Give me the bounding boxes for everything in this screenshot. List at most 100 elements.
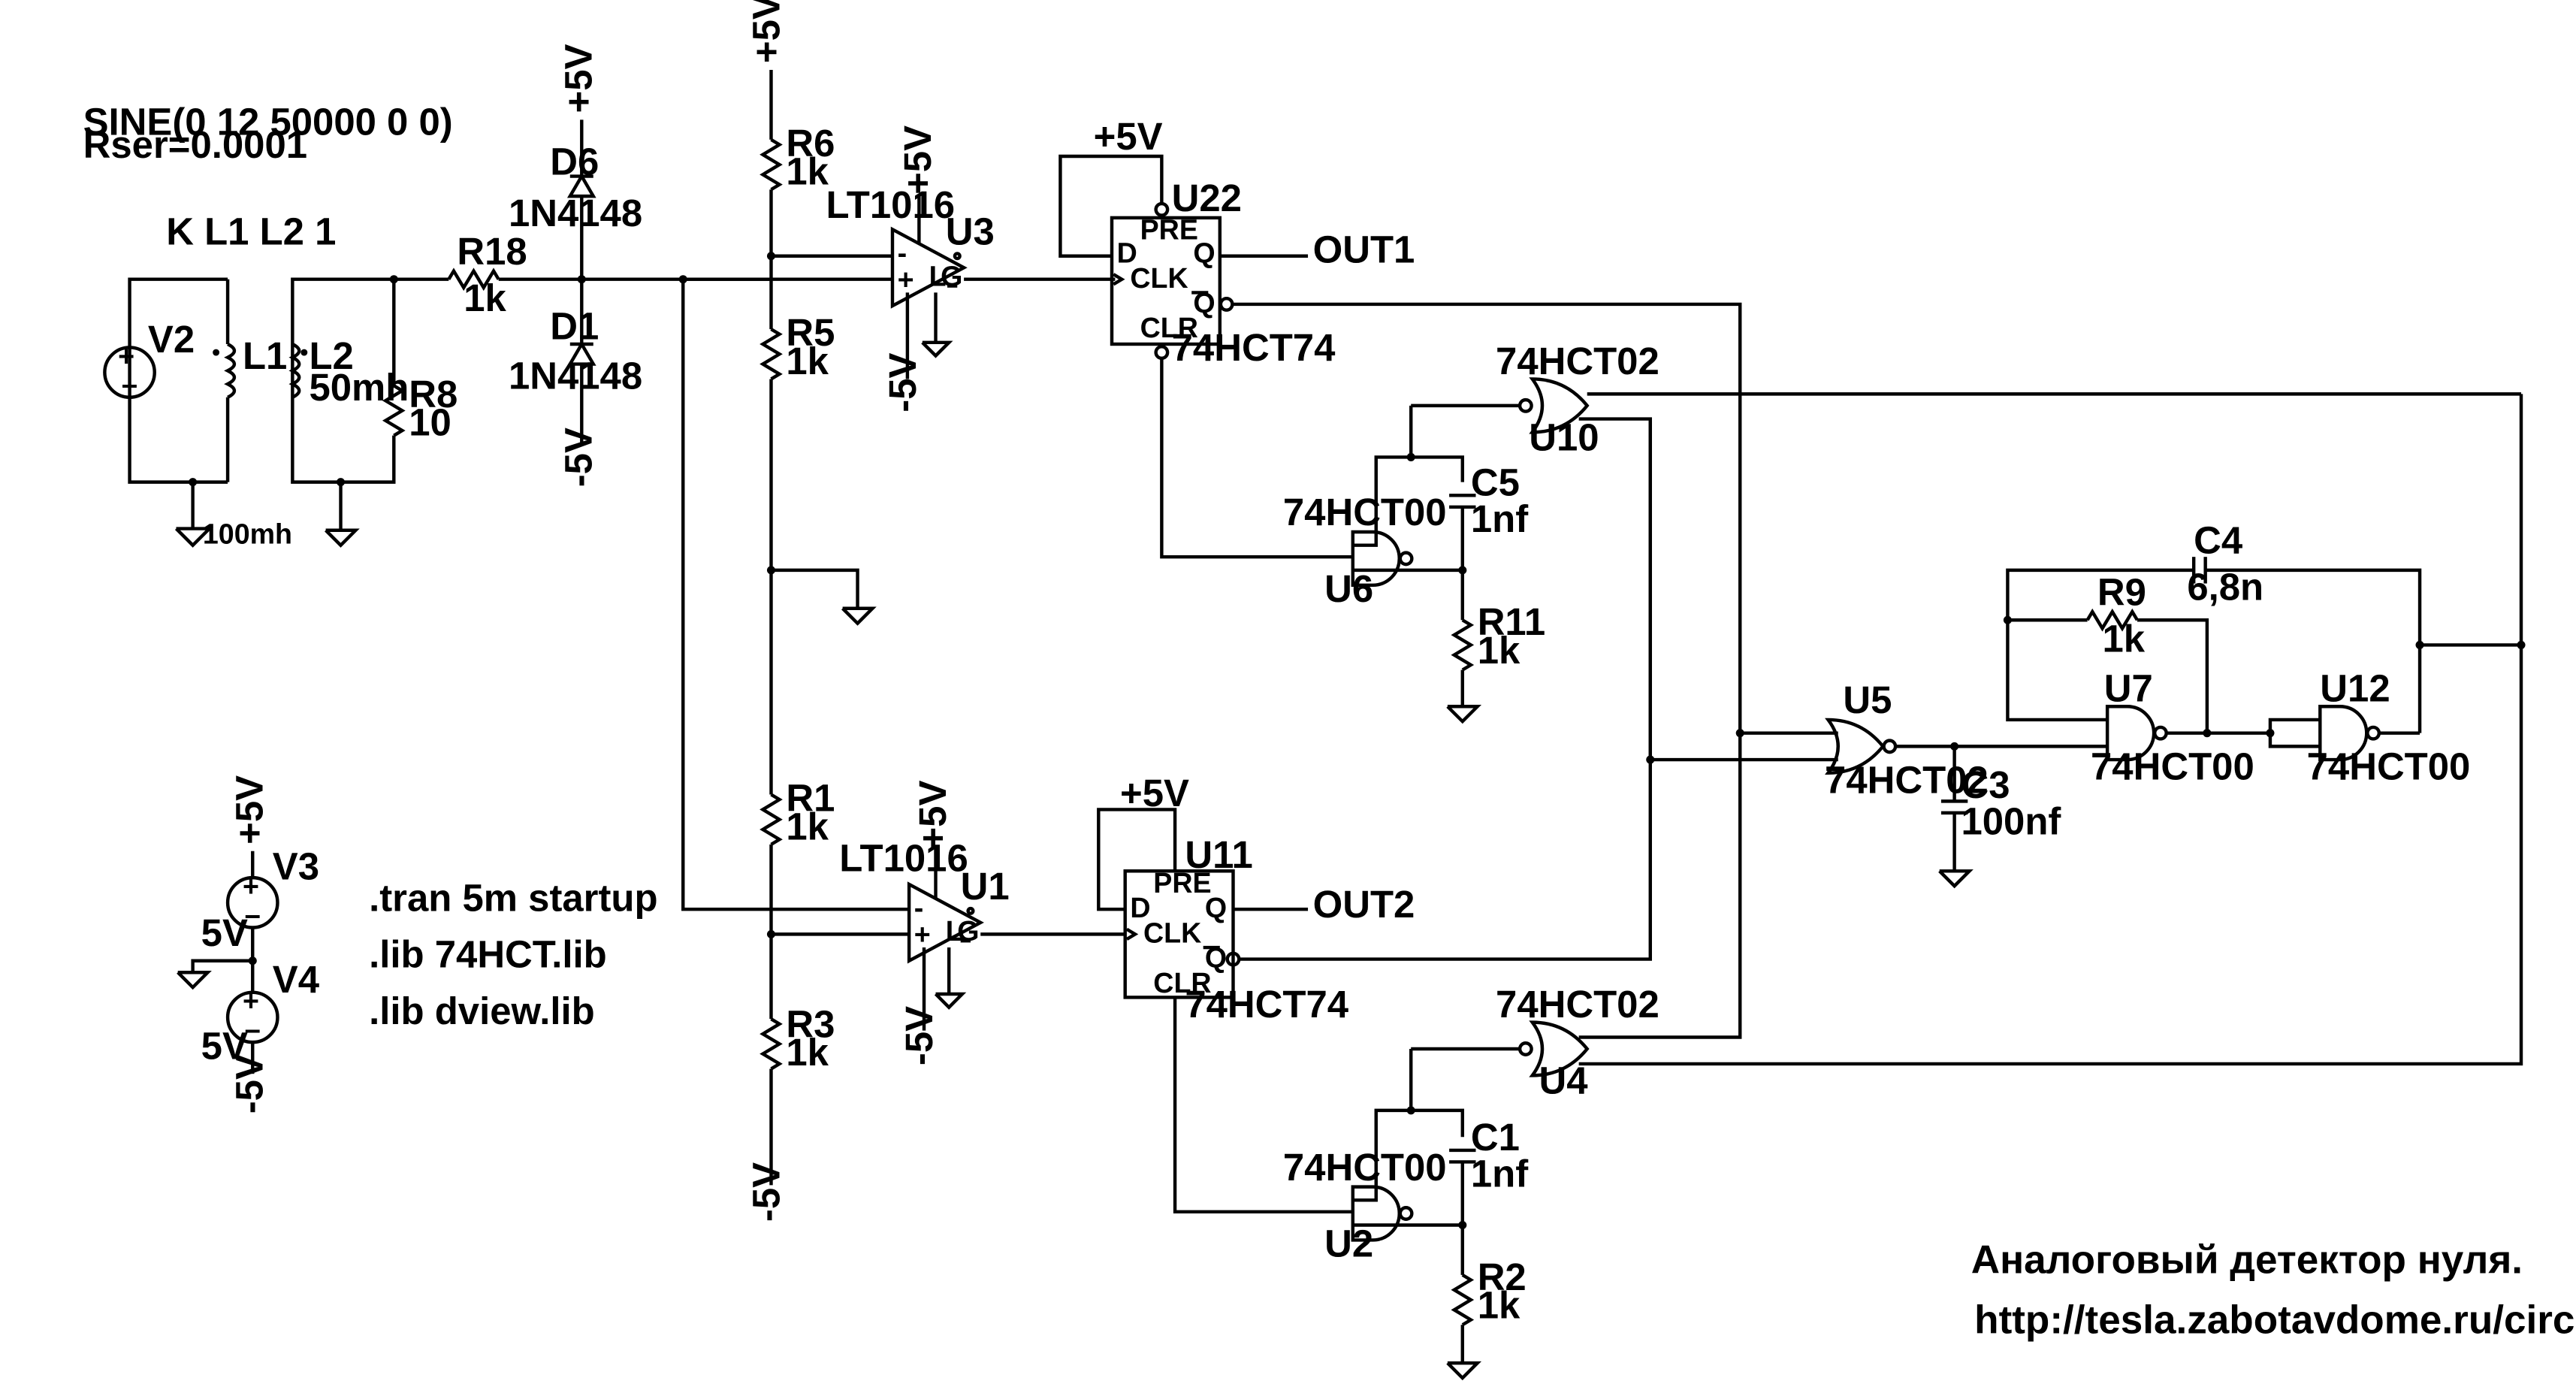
svg-text:-5V: -5V xyxy=(557,428,600,487)
svg-text:74HCT74: 74HCT74 xyxy=(1185,983,1348,1026)
svg-text:1nf: 1nf xyxy=(1471,1153,1529,1195)
svg-text:-: - xyxy=(914,892,924,923)
svg-text:R11: R11 xyxy=(1478,600,1546,643)
svg-text:V4: V4 xyxy=(273,958,320,1001)
capacitor-c4: C4 6,8n xyxy=(2006,519,2422,733)
svg-text:-5V: -5V xyxy=(228,1054,271,1113)
ground-node-primary: 100mh xyxy=(174,478,292,549)
svg-text:V3: V3 xyxy=(273,845,319,887)
svg-text:74HCT00: 74HCT00 xyxy=(1283,1146,1447,1189)
svg-text:D: D xyxy=(1130,892,1150,923)
svg-text:+: + xyxy=(243,985,259,1017)
resistor-r18: R18 1k xyxy=(394,230,772,319)
resistor-r11: R11 1k xyxy=(1446,600,1546,724)
svg-text:1k: 1k xyxy=(1478,1283,1521,1326)
svg-text:+5V: +5V xyxy=(557,44,600,113)
svg-text:1k: 1k xyxy=(786,1031,829,1074)
svg-text:R6: R6 xyxy=(786,122,835,165)
inductor-l1: L1 xyxy=(213,279,287,482)
svg-text:L1: L1 xyxy=(243,334,287,377)
svg-text:U2: U2 xyxy=(1324,1222,1373,1265)
resistor-r2: R2 1k xyxy=(1446,1256,1527,1381)
svg-text:U6: U6 xyxy=(1324,567,1373,610)
svg-text:+5V: +5V xyxy=(1094,115,1163,158)
supply-v4: + − V4 5V -5V xyxy=(201,958,320,1113)
svg-text:5V: 5V xyxy=(201,911,248,954)
svg-text:100nf: 100nf xyxy=(1961,800,2061,843)
comparator-u1: - + L G +5V -5V LT1016 U1 xyxy=(839,781,1125,1065)
svg-text:D6: D6 xyxy=(550,140,599,183)
svg-text:K L1 L2 1: K L1 L2 1 xyxy=(166,210,336,252)
svg-text:1N4148: 1N4148 xyxy=(509,355,642,397)
svg-text:U1: U1 xyxy=(961,865,1010,908)
svg-text:OUT1: OUT1 xyxy=(1313,228,1415,271)
svg-text:+: + xyxy=(243,870,259,902)
svg-text:LT1016: LT1016 xyxy=(839,836,968,879)
svg-text:1N4148: 1N4148 xyxy=(509,192,642,234)
svg-text:C1: C1 xyxy=(1471,1116,1520,1159)
diode-d1: D1 1N4148 -5V xyxy=(509,275,642,487)
svg-text:74HCT00: 74HCT00 xyxy=(2091,745,2254,788)
svg-text:74HCT02: 74HCT02 xyxy=(1825,758,1989,801)
ground-secondary xyxy=(325,478,360,548)
svg-text:1k: 1k xyxy=(464,276,506,319)
svg-text:U12: U12 xyxy=(2320,667,2390,710)
svg-text:R3: R3 xyxy=(786,1003,835,1046)
supply-v3: +5V + − V3 5V xyxy=(177,775,319,994)
svg-text:74HCT02: 74HCT02 xyxy=(1496,983,1659,1026)
svg-text:L: L xyxy=(929,261,947,292)
svg-text:1k: 1k xyxy=(2103,617,2146,660)
svg-text:R9: R9 xyxy=(2097,570,2146,613)
svg-text:1k: 1k xyxy=(786,340,829,382)
svg-text:+5V: +5V xyxy=(745,0,788,63)
diode-d6: D6 1N4148 +5V xyxy=(509,44,642,280)
svg-text:1k: 1k xyxy=(786,805,829,848)
svg-text:Rser=0.0001: Rser=0.0001 xyxy=(83,123,307,166)
svg-text:L: L xyxy=(946,915,963,947)
svg-text:PRE: PRE xyxy=(1153,867,1211,899)
svg-text:C4: C4 xyxy=(2194,519,2243,562)
svg-text:CLK: CLK xyxy=(1143,917,1201,948)
svg-text:R2: R2 xyxy=(1478,1256,1527,1298)
nor-u10: 74HCT02 U10 xyxy=(1409,340,2521,760)
svg-text:+5V: +5V xyxy=(228,775,271,845)
svg-text:PRE: PRE xyxy=(1140,214,1198,246)
flipflop-u11: PRE D Q CLK Q CLR +5V U11 OUT2 74HCT74 xyxy=(1097,420,1652,1214)
nor-u5: U5 74HCT02 xyxy=(1646,678,2108,801)
flipflop-u22: PRE D Q CLK Q CLR +5V U22 OUT1 74HCT74 xyxy=(1058,115,1742,733)
svg-text:74HCT00: 74HCT00 xyxy=(1283,491,1447,533)
source-v2: + − V2 SINE(0 12 50000 0 0) Rser=0.0001 … xyxy=(83,100,453,484)
inductor-l2: L2 50mh xyxy=(288,277,409,484)
svg-text:D: D xyxy=(1117,237,1137,269)
svg-text:-5V: -5V xyxy=(881,352,924,412)
svg-text:+: + xyxy=(118,340,134,372)
svg-text:1k: 1k xyxy=(1478,629,1521,672)
svg-text:D1: D1 xyxy=(550,304,599,347)
resistor-r8: R8 10 xyxy=(340,275,458,484)
svg-text:74HCT00: 74HCT00 xyxy=(2307,745,2471,788)
spice-directives: .tran 5m startup .lib 74HCT.lib .lib dvi… xyxy=(369,876,657,1032)
svg-text:-5V: -5V xyxy=(745,1162,788,1222)
svg-text:U11: U11 xyxy=(1185,833,1253,876)
svg-text:+5V: +5V xyxy=(1120,772,1189,814)
svg-text:U22: U22 xyxy=(1172,177,1242,219)
svg-text:R5: R5 xyxy=(786,311,835,354)
svg-text:.lib 74HCT.lib: .lib 74HCT.lib xyxy=(369,933,607,976)
nand-u2: 74HCT00 U2 xyxy=(1283,1108,1464,1265)
svg-text:LT1016: LT1016 xyxy=(826,183,955,226)
svg-text:R8: R8 xyxy=(409,373,458,415)
comparator-u3: - + L G +5V -5V LT1016 U3 xyxy=(826,125,1116,412)
capacitor-c3: C3 100nf xyxy=(1938,742,2061,889)
svg-text:C5: C5 xyxy=(1471,461,1520,503)
svg-text:−: − xyxy=(244,1015,261,1047)
svg-text:−: − xyxy=(244,900,261,932)
divider-string: +5V R6 1k R5 1k R1 1k R3 1k -5V xyxy=(745,0,910,1222)
footer-title: Аналоговый детектор нуля. xyxy=(1971,1238,2523,1283)
svg-text:6,8n: 6,8n xyxy=(2187,566,2263,609)
svg-text:R18: R18 xyxy=(457,230,527,273)
footer-notes: Аналоговый детектор нуля. http://tesla.z… xyxy=(1971,1238,2576,1343)
svg-text:CLR: CLR xyxy=(1153,967,1211,999)
svg-text:U5: U5 xyxy=(1843,678,1892,721)
svg-text:10: 10 xyxy=(409,401,451,444)
